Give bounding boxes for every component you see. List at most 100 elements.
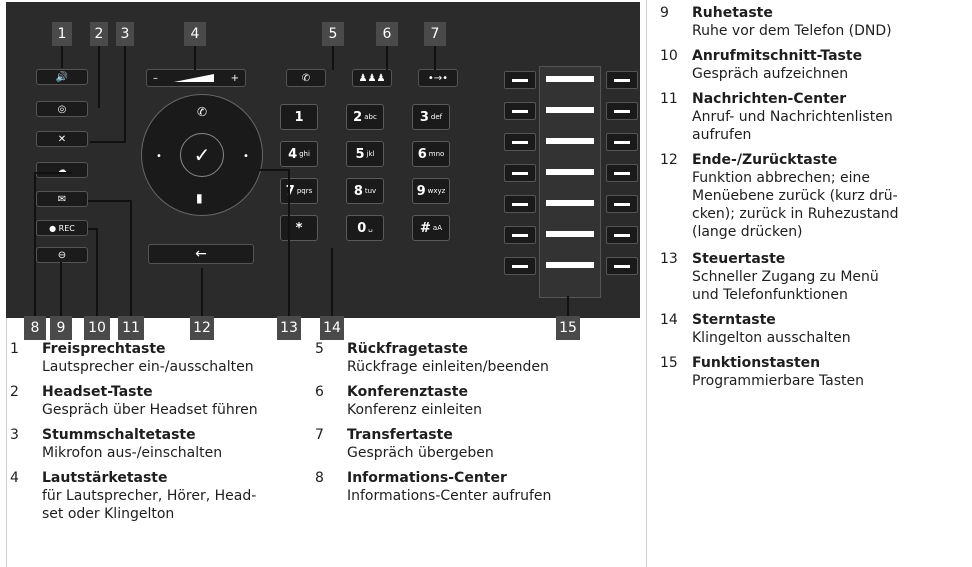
keypad-letters: aA	[432, 224, 442, 232]
function-key-left-2[interactable]	[504, 102, 536, 120]
transfer-icon: •→•	[427, 72, 449, 84]
callout-number: 5	[322, 22, 344, 46]
do-not-disturb-key[interactable]: ⊖	[36, 247, 88, 263]
callout-leader-line	[332, 46, 334, 70]
do-not-disturb-icon: ⊖	[57, 249, 67, 261]
keypad-digit: 0	[357, 220, 367, 236]
keypad-key-0[interactable]: 1	[280, 104, 318, 130]
function-key-left-7[interactable]	[504, 257, 536, 275]
legend-title: Anrufmitschnitt-Taste	[692, 48, 863, 64]
ok-button[interactable]: ✓	[180, 133, 224, 177]
legend-number: 4	[10, 470, 19, 486]
legend-title: Headset-Taste	[42, 384, 153, 400]
function-key-left-1[interactable]	[504, 71, 536, 89]
function-key-right-1[interactable]	[606, 71, 638, 89]
function-key-right-7[interactable]	[606, 257, 638, 275]
callout-number: 3	[116, 22, 134, 46]
callout-number: 13	[277, 316, 301, 340]
callout-leader-line	[60, 262, 62, 316]
label-line	[546, 262, 594, 268]
function-key-left-4[interactable]	[504, 164, 536, 182]
back-arrow-icon: ←	[195, 246, 207, 262]
transfer-key[interactable]: •→•	[418, 69, 458, 87]
callout-number: 10	[84, 316, 110, 340]
consultation-key[interactable]: ✆	[286, 69, 326, 87]
mute-key[interactable]: ✕	[36, 131, 88, 147]
label-line	[546, 231, 594, 237]
label-line	[546, 107, 594, 113]
legend-title: Funktionstasten	[692, 355, 821, 371]
callout-leader-line	[61, 46, 63, 68]
information-center-icon: ☁	[57, 164, 67, 176]
keypad-key-10[interactable]: 0␣	[346, 215, 384, 241]
function-key-bar	[512, 202, 528, 206]
function-key-bar	[512, 264, 528, 268]
keypad-key-9[interactable]: *	[280, 215, 318, 241]
keypad-letters: abc	[364, 113, 377, 121]
function-key-label-strip	[539, 66, 601, 298]
callout-number: 11	[118, 316, 144, 340]
legend-description-line: Schneller Zugang zu Menü	[692, 269, 879, 285]
legend-description-line: (lange drücken)	[692, 224, 803, 240]
keypad-letters: tuv	[364, 187, 377, 195]
function-key-bar	[512, 78, 528, 82]
phone-handset-icon: ✆	[197, 105, 208, 119]
function-key-right-5[interactable]	[606, 195, 638, 213]
function-key-right-2[interactable]	[606, 102, 638, 120]
function-key-left-3[interactable]	[504, 133, 536, 151]
function-key-right-4[interactable]	[606, 164, 638, 182]
legend-description-line: Ruhe vor dem Telefon (DND)	[692, 23, 892, 39]
function-key-bar	[512, 171, 528, 175]
navigation-control[interactable]: ✆ • • ▮ ✓	[141, 94, 263, 216]
function-key-left-5[interactable]	[504, 195, 536, 213]
callout-leader-line	[386, 46, 388, 70]
speaker-key[interactable]: 🔊	[36, 69, 88, 85]
callout-number: 8	[24, 316, 46, 340]
legend-description-line: Rückfrage einleiten/beenden	[347, 359, 549, 375]
function-key-bar	[512, 140, 528, 144]
function-key-left-6[interactable]	[504, 226, 536, 244]
record-key[interactable]: ● REC	[36, 220, 88, 236]
conference-key[interactable]: ♟♟♟	[352, 69, 392, 87]
message-center-key[interactable]: ✉	[36, 191, 88, 207]
keypad-key-11[interactable]: #aA	[412, 215, 450, 241]
phone-keyboard-panel: 🔊 ◎ ✕ ☁ ✉ ● REC ⊖ – + ✆ • • ▮ ✓ ← ✆ ♟♟♟ …	[6, 2, 640, 318]
callout-leader-line	[88, 228, 98, 230]
information-center-key[interactable]: ☁	[36, 162, 88, 178]
keypad-letters: def	[430, 113, 443, 121]
headset-key[interactable]: ◎	[36, 101, 88, 117]
speaker-icon: 🔊	[55, 71, 69, 83]
function-key-bar	[614, 109, 630, 113]
keypad-digit: 9	[416, 183, 426, 199]
callout-number: 6	[376, 22, 398, 46]
legend-title: Rückfragetaste	[347, 341, 468, 357]
volume-key[interactable]: – +	[146, 69, 246, 87]
back-key[interactable]: ←	[148, 244, 254, 264]
function-key-right-3[interactable]	[606, 133, 638, 151]
function-key-right-6[interactable]	[606, 226, 638, 244]
